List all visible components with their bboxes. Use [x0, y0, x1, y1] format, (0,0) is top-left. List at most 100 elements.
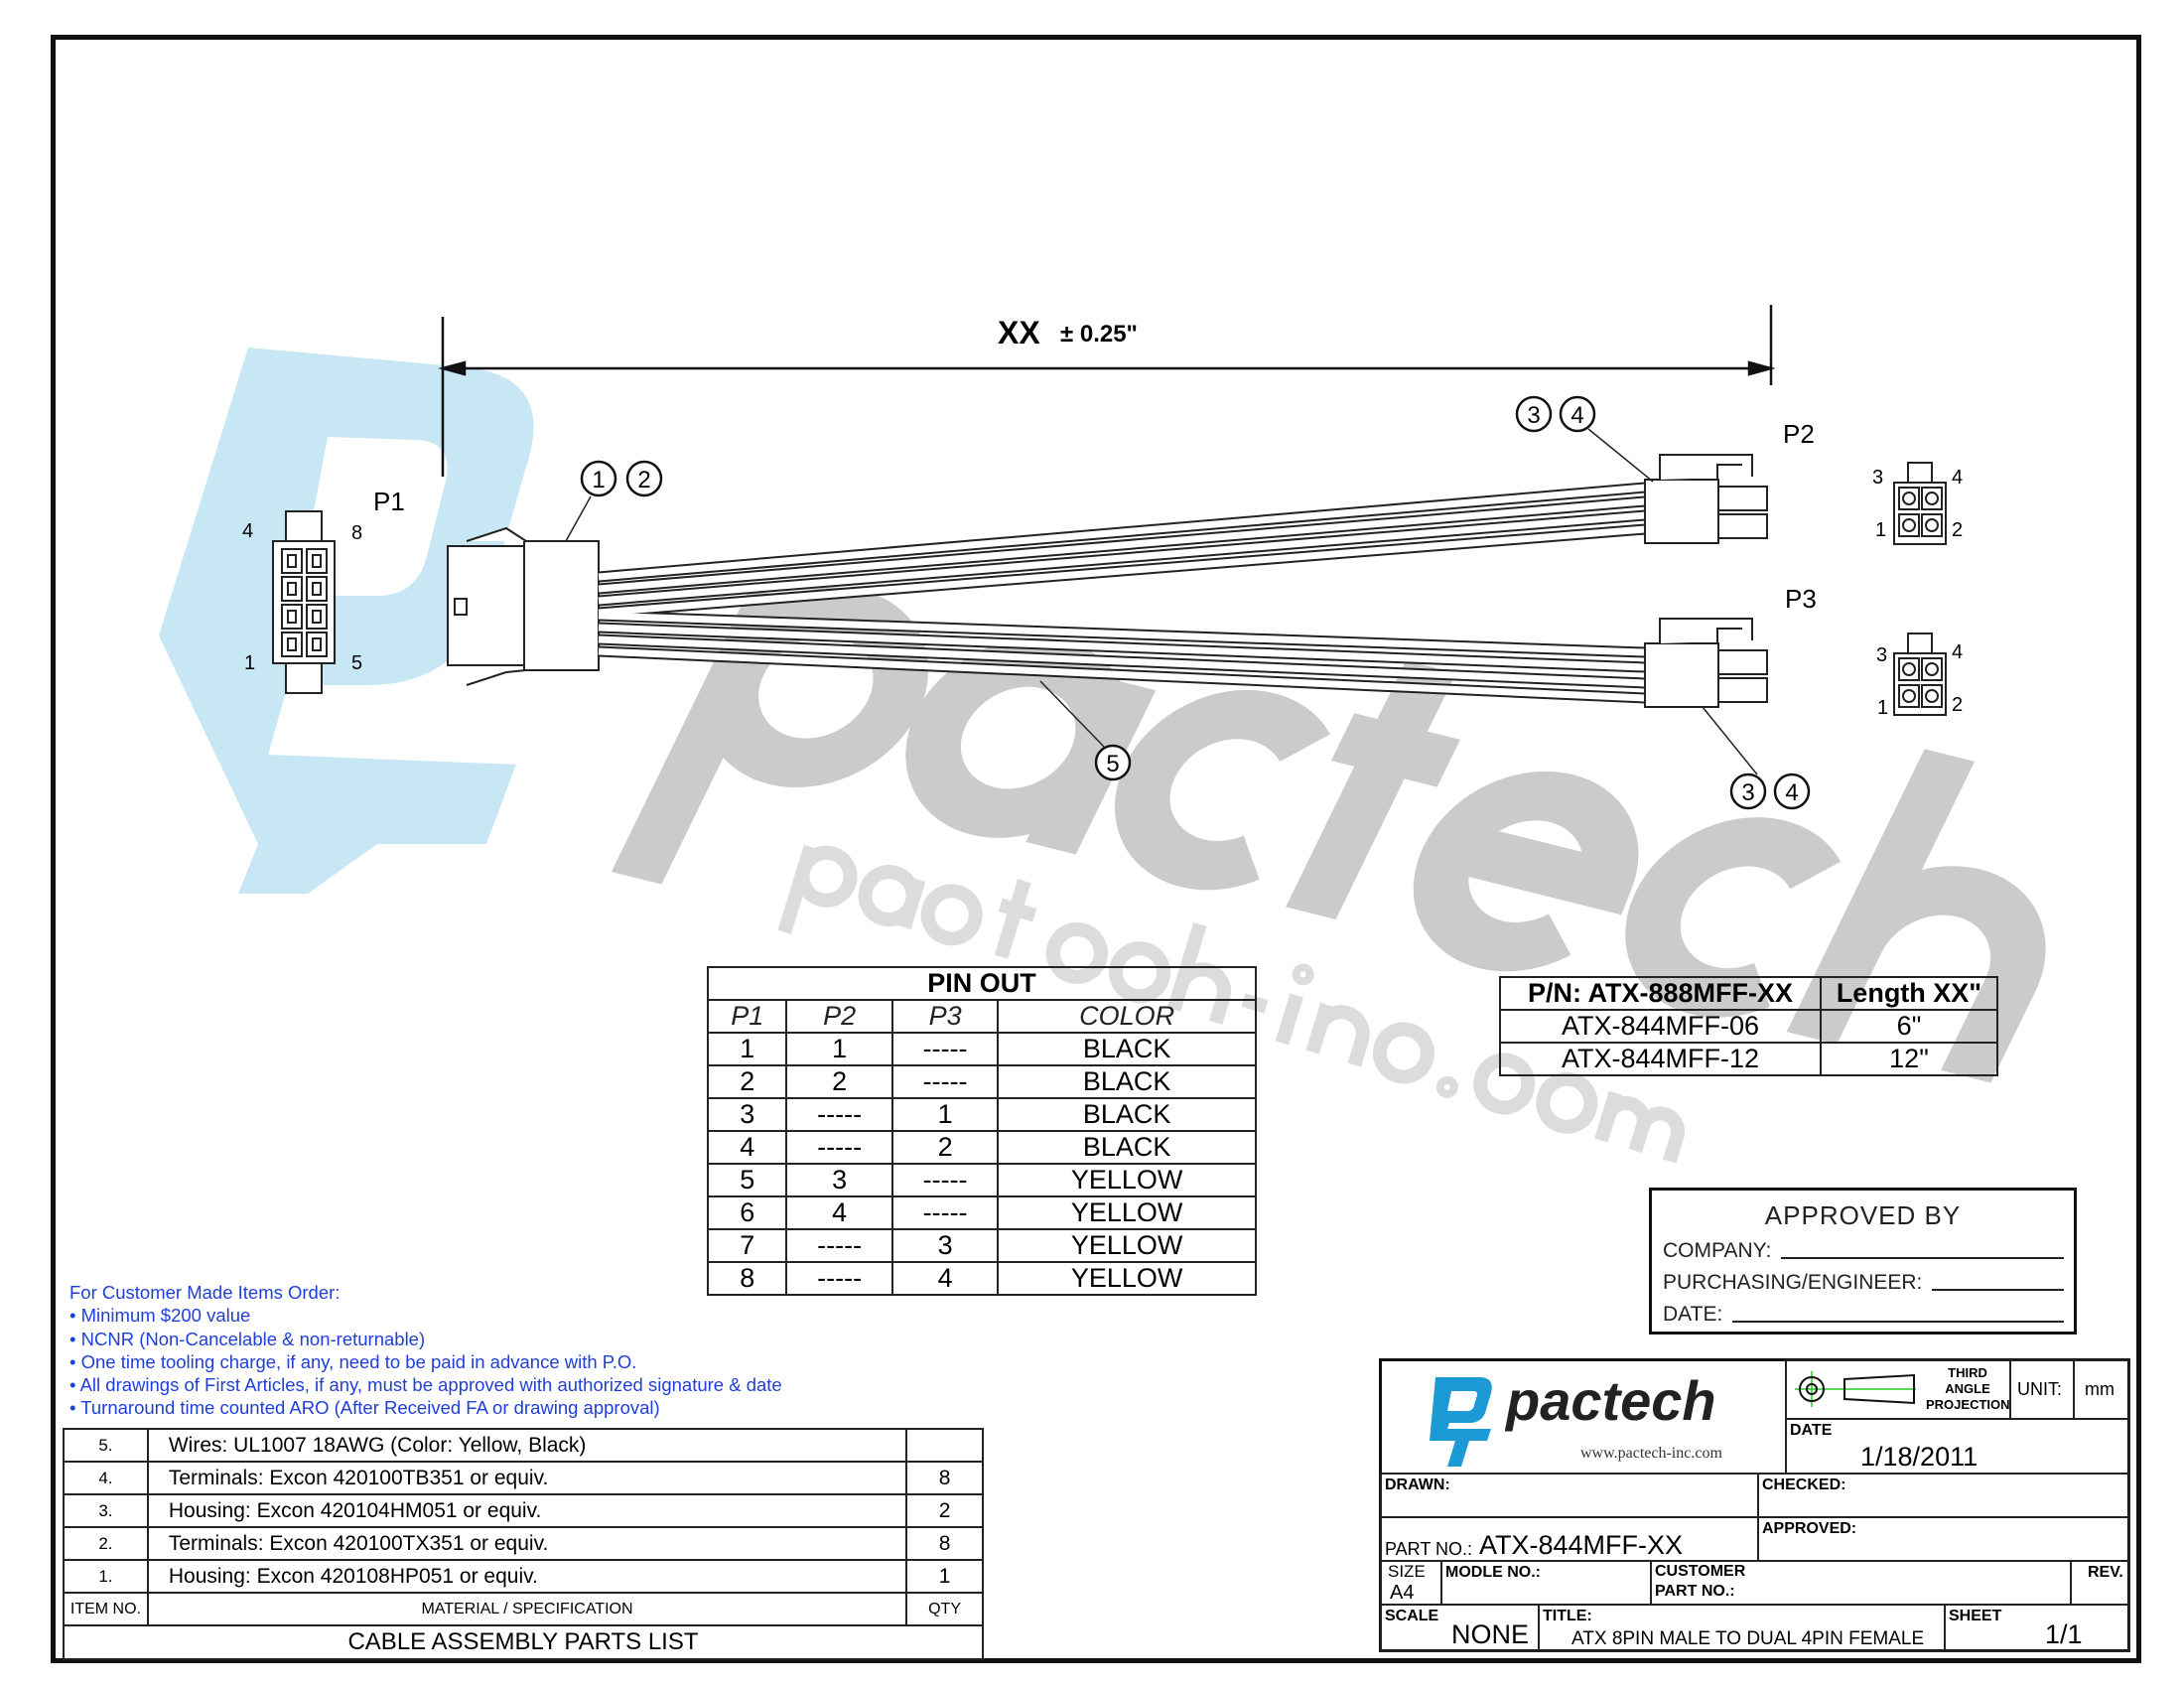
cell: 2 — [785, 1064, 893, 1099]
cell: 1 — [706, 1032, 788, 1066]
part-no-label: PART NO.: — [1385, 1539, 1473, 1559]
cell: 1 — [785, 1032, 893, 1066]
cell: YELLOW — [997, 1261, 1257, 1296]
drawing-title: ATX 8PIN MALE TO DUAL 4PIN FEMALE — [1571, 1628, 1925, 1649]
note-item: • All drawings of First Articles, if any… — [69, 1374, 782, 1396]
watermark-glyph — [1601, 1095, 1686, 1164]
item-no: 5. — [63, 1428, 149, 1463]
checked-label: CHECKED: — [1762, 1476, 1846, 1493]
cell: ----- — [785, 1097, 893, 1132]
cell: BLACK — [997, 1032, 1257, 1066]
wires — [598, 482, 1646, 704]
table-row: 2.Terminals: Excon 420100TX351 or equiv.… — [63, 1526, 984, 1561]
approved-cell: APPROVED: — [1757, 1516, 2130, 1562]
spec: Terminals: Excon 420100TX351 or equiv. — [146, 1526, 908, 1561]
qty: 8 — [905, 1461, 984, 1495]
company-name: pactech — [1506, 1369, 1716, 1432]
cell: ----- — [890, 1064, 1000, 1099]
note-item: • Minimum $200 value — [69, 1305, 251, 1327]
sheet-label: SHEET — [1949, 1608, 2002, 1624]
item-no: 2. — [63, 1526, 149, 1561]
cell: YELLOW — [997, 1228, 1257, 1263]
cell: 4 — [890, 1261, 1000, 1296]
customer-part-no-cell: CUSTOMER PART NO.: — [1650, 1560, 2072, 1606]
watermark-glyph — [1536, 1071, 1598, 1134]
purchasing-line — [1932, 1289, 2064, 1291]
dimension-line — [438, 305, 1776, 477]
company-label: COMPANY: — [1663, 1239, 1772, 1262]
watermark-logo-icon — [159, 348, 534, 894]
cell: 2 — [706, 1064, 788, 1099]
p3-pin-label: 4 — [1952, 641, 1963, 663]
cell: 6 — [706, 1195, 788, 1230]
p3-housing — [1644, 618, 1768, 708]
spec: Wires: UL1007 18AWG (Color: Yellow, Blac… — [146, 1428, 908, 1463]
p3-pin-label: 1 — [1877, 697, 1888, 719]
cell: 7 — [706, 1228, 788, 1263]
pn-header: P/N: ATX-888MFF-XX — [1499, 976, 1822, 1011]
sheet-value: 1/1 — [2045, 1619, 2083, 1649]
drawing-frame — [51, 35, 2141, 1663]
cell: 3 — [785, 1163, 893, 1197]
parts-list-title: CABLE ASSEMBLY PARTS LIST — [63, 1624, 984, 1660]
checked-cell: CHECKED: — [1757, 1473, 2130, 1518]
date-label: DATE: — [1663, 1303, 1723, 1326]
qty: 8 — [905, 1526, 984, 1561]
p2-label: P2 — [1783, 419, 1815, 449]
projection-cell: THIRD ANGLE PROJECTION — [1785, 1359, 2011, 1420]
p1-pin-label: 8 — [351, 522, 362, 544]
p2-pin-label: 3 — [1872, 467, 1883, 489]
table-row: 5.Wires: UL1007 18AWG (Color: Yellow, Bl… — [63, 1428, 984, 1463]
scale-cell: SCALE NONE — [1380, 1604, 1540, 1652]
rev-label: REV. — [2088, 1564, 2123, 1581]
cell: 4 — [785, 1195, 893, 1230]
length-header: Length XX" — [1819, 976, 1999, 1011]
customer-notes: For Customer Made Items Order: • Minimum… — [69, 1281, 782, 1420]
item-no: 4. — [63, 1461, 149, 1495]
note-item: • NCNR (Non-Cancelable & non-returnable) — [69, 1328, 426, 1349]
unit-value: mm — [2085, 1379, 2115, 1399]
pinout-title: PIN OUT — [707, 966, 1257, 1001]
cell: 3 — [890, 1228, 1000, 1263]
cell: YELLOW — [997, 1195, 1257, 1230]
pinout-header: P1 — [706, 999, 788, 1034]
projection-line: THIRD — [1948, 1365, 1987, 1380]
size-cell: SIZE A4 — [1380, 1560, 1442, 1606]
balloon-3: 3 — [1527, 402, 1540, 429]
p2-face-view — [1893, 462, 1947, 545]
dimension-tolerance: ± 0.25" — [1060, 321, 1138, 348]
spec-header: MATERIAL / SPECIFICATION — [146, 1592, 908, 1626]
p3-pin-label: 3 — [1876, 644, 1887, 666]
balloon-2: 2 — [637, 467, 650, 493]
cell: 4 — [706, 1130, 788, 1165]
model-no-cell: MODLE NO.: — [1440, 1560, 1652, 1606]
customer-part-label: PART NO.: — [1655, 1583, 1735, 1600]
p1-face-view — [272, 510, 336, 694]
cell: 2 — [890, 1130, 1000, 1165]
cell: 5 — [706, 1163, 788, 1197]
cell: YELLOW — [997, 1163, 1257, 1197]
p2-housing — [1644, 454, 1768, 544]
date-cell: DATE 1/18/2011 — [1785, 1418, 2130, 1475]
title-block: pactech www.pactech-inc.com THIRD ANGLE … — [1379, 1358, 2130, 1652]
rev-cell: REV. — [2070, 1560, 2130, 1606]
balloon-5: 5 — [1106, 751, 1119, 777]
leader-lines — [565, 428, 1758, 775]
cell: ATX-844MFF-06 — [1499, 1009, 1822, 1044]
sheet-cell: SHEET 1/1 — [1944, 1604, 2130, 1652]
cell: ----- — [785, 1130, 893, 1165]
p1-pin-label: 4 — [242, 520, 253, 542]
cell: ----- — [785, 1261, 893, 1296]
table-row: 3.Housing: Excon 420104HM051 or equiv.2 — [63, 1493, 984, 1528]
balloons — [580, 395, 1811, 810]
drawn-cell: DRAWN: — [1380, 1473, 1759, 1518]
cell: ----- — [890, 1163, 1000, 1197]
balloon-4: 4 — [1785, 779, 1798, 806]
watermark-glyph — [1435, 1075, 1458, 1098]
